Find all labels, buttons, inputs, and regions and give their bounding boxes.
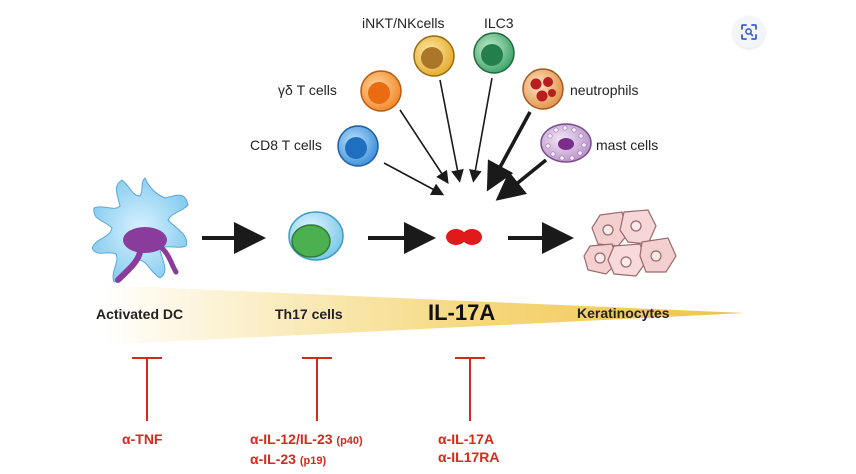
- th17-cell-icon: [288, 211, 344, 261]
- label-th17-cells: Th17 cells: [275, 306, 343, 322]
- inhibitor-il23-text: α-IL-23: [250, 451, 296, 467]
- arrow-neutrophil-to-il17a: [486, 111, 532, 192]
- arrow-gd-to-il17a: [399, 109, 449, 185]
- inhibitor-bars: [132, 357, 485, 421]
- mast-cell-icon: [540, 123, 592, 163]
- neutrophil-cell-icon: [522, 68, 564, 110]
- inhibitor-label-il12-il23: α-IL-12/IL-23 (p40) α-IL-23 (p19): [250, 430, 363, 470]
- label-activated-dc: Activated DC: [96, 306, 184, 322]
- arrow-cd8-to-il17a: [383, 162, 445, 196]
- source-arrows: [383, 77, 548, 201]
- label-inkt-nk-cells: iNKT/NKcells: [362, 15, 445, 31]
- inhibitor-il12-il23-text: α-IL-12/IL-23: [250, 431, 333, 447]
- arrow-inkt-to-il17a: [439, 79, 464, 183]
- inhibitor-bar-il17: [455, 357, 485, 421]
- il17a-molecule-icon: [446, 229, 482, 245]
- arrow-ilc3-to-il17a: [469, 77, 493, 183]
- label-gd-t-cells: γδ T cells: [278, 82, 337, 98]
- inkt-nk-cell-icon: [413, 35, 455, 77]
- label-il17a: IL-17A: [428, 300, 496, 325]
- signal-gradient-wedge: [100, 285, 745, 345]
- inhibitor-tnf-text: α-TNF: [122, 431, 163, 447]
- inhibitor-il17ra-text: α-IL17RA: [438, 449, 500, 465]
- keratinocytes-icon: [583, 209, 677, 277]
- gd-t-cell-icon: [360, 70, 402, 112]
- label-neutrophils: neutrophils: [570, 82, 639, 98]
- inhibitor-label-tnf: α-TNF: [122, 430, 162, 448]
- inhibitor-bar-tnf: [132, 357, 162, 421]
- ilc3-cell-icon: [473, 32, 515, 74]
- inhibitor-il12-il23-note: (p40): [336, 435, 363, 447]
- label-keratinocytes: Keratinocytes: [577, 305, 670, 321]
- label-ilc3: ILC3: [484, 15, 514, 31]
- inhibitor-il17a-text: α-IL-17A: [438, 431, 495, 447]
- inhibitor-il23-note: (p19): [299, 455, 327, 467]
- lens-search-button[interactable]: [733, 16, 765, 48]
- label-cd8-t-cells: CD8 T cells: [250, 137, 322, 153]
- inhibitor-bar-il12-il23: [302, 357, 332, 421]
- lens-search-icon: [741, 24, 757, 40]
- label-mast-cells: mast cells: [596, 137, 659, 153]
- arrow-mast-to-il17a: [495, 158, 548, 201]
- cd8-t-cell-icon: [337, 125, 379, 167]
- inhibitor-label-il17: α-IL-17A α-IL17RA: [438, 430, 500, 466]
- activated-dc-icon: [91, 177, 189, 283]
